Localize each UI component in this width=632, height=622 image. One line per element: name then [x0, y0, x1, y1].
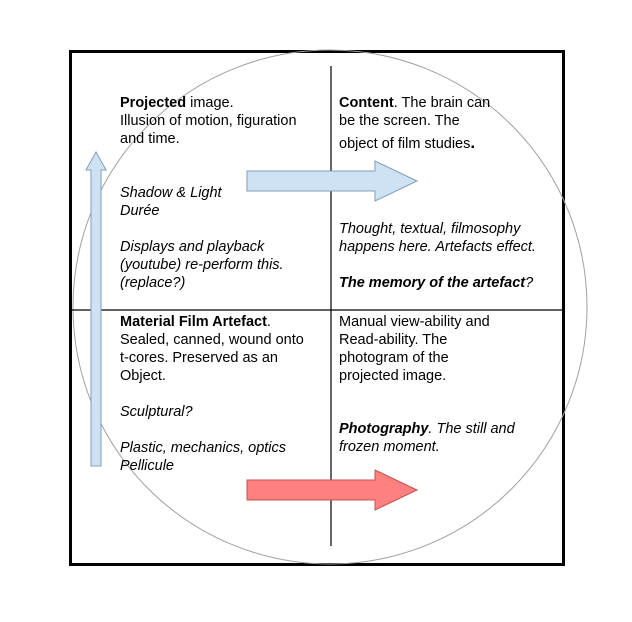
bottom-left-italic-block-2: Plastic, mechanics, optics Pellicule — [120, 440, 287, 474]
top-left-line: Illusion of motion, figuration — [120, 113, 297, 129]
outer-circle — [72, 49, 588, 565]
top-left-italic-block-2: Displays and playback (youtube) re-perfo… — [120, 239, 284, 291]
diagram-frame — [69, 50, 565, 566]
right-arrow-blue-icon — [246, 160, 419, 202]
memory-of-artefact: The memory of the artefact — [339, 275, 526, 291]
bottom-left-italic-block: Sculptural? — [120, 404, 193, 420]
right-arrow-red-icon — [246, 469, 419, 511]
bottom-left-block: Material Film Artefact. Sealed, canned, … — [120, 314, 304, 384]
up-arrow-icon — [85, 150, 107, 467]
top-right-title: Content — [339, 95, 394, 111]
bottom-left-title: Material Film Artefact — [120, 314, 267, 330]
top-left-block: Projected image. Illusion of motion, fig… — [120, 95, 297, 147]
top-right-italic-block: Thought, textual, filmosophy happens her… — [339, 221, 536, 291]
top-right-block: Content. The brain can be the screen. Th… — [339, 95, 491, 152]
top-left-title: Projected — [120, 95, 187, 111]
top-left-italic-block: Shadow & Light Durée — [120, 185, 222, 219]
bottom-right-italic-block: Photography. The still and frozen moment… — [339, 421, 515, 455]
photography-label: Photography — [339, 421, 429, 437]
bottom-right-block: Manual view-ability and Read-ability. Th… — [339, 314, 490, 384]
top-left-line: and time. — [120, 131, 180, 147]
